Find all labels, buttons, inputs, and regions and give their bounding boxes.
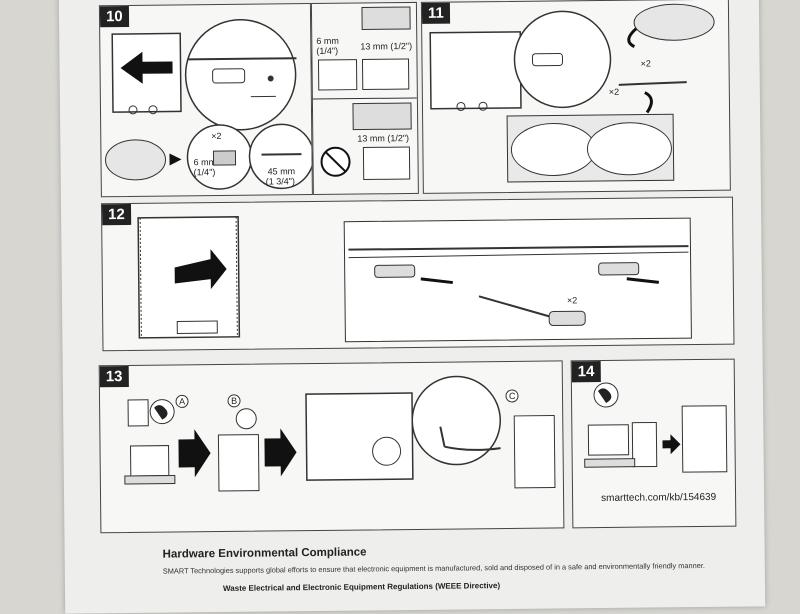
step-number: 13 <box>100 366 129 387</box>
qty-label: ×2 <box>211 131 221 141</box>
dim-6mm-b-in: (1/4") <box>316 46 338 56</box>
step-12-panel: 12 ×2 <box>101 197 735 352</box>
step-10-panel: 10 ×2 6 mm (1/4") 45 mm (1 3/4") <box>99 3 313 197</box>
step-13-illustration: A B C <box>100 361 564 532</box>
zoom-circle <box>185 19 296 130</box>
disc-icon <box>236 409 256 429</box>
step-number: 14 <box>572 361 601 382</box>
kb-url[interactable]: smarttech.com/kb/154639 <box>601 492 717 504</box>
compliance-heading: Hardware Environmental Compliance <box>163 546 367 560</box>
step-number: 11 <box>422 3 450 24</box>
step-number: 12 <box>102 204 131 225</box>
dim-6mm-b: 6 mm <box>316 36 339 46</box>
step-12-illustration: ×2 <box>102 198 733 351</box>
step-14-panel: 14 smarttech.com/kb/154639 <box>571 359 737 529</box>
step-11-panel: 11 ×2 ×2 <box>421 0 731 194</box>
step-10-detail-panel: 6 mm (1/4") 13 mm (1/2") 13 mm (1/2") <box>311 2 419 195</box>
mark-b: B <box>231 396 237 406</box>
mark-c: C <box>509 391 516 401</box>
dim-13mm: 13 mm (1/2") <box>360 41 412 52</box>
step-13-panel: 13 A B C <box>99 360 565 533</box>
dim-6mm: 6 mm <box>193 157 216 167</box>
dim-45mm: 45 mm <box>268 166 296 176</box>
instruction-sheet: 10 ×2 6 mm (1/4") 45 mm (1 3/4") <box>59 0 765 614</box>
dim-6mm-in: (1/4") <box>194 167 216 177</box>
dim-13mm-b: 13 mm (1/2") <box>357 133 409 144</box>
qty-label: ×2 <box>567 295 577 305</box>
qty-b: ×2 <box>609 87 619 97</box>
mark-a: A <box>179 396 185 406</box>
step-14-illustration: smarttech.com/kb/154639 <box>572 360 736 528</box>
step-number: 10 <box>100 6 129 27</box>
step-11-illustration: ×2 ×2 <box>422 0 730 193</box>
compliance-paragraph: SMART Technologies supports global effor… <box>163 561 723 576</box>
weee-heading: Waste Electrical and Electronic Equipmen… <box>223 581 500 593</box>
step-10-illustration: ×2 6 mm (1/4") 45 mm (1 3/4") <box>100 4 312 196</box>
step-10-detail-illustration: 6 mm (1/4") 13 mm (1/2") 13 mm (1/2") <box>312 3 418 194</box>
qty-a: ×2 <box>640 58 650 68</box>
dim-45mm-in: (1 3/4") <box>266 176 295 186</box>
